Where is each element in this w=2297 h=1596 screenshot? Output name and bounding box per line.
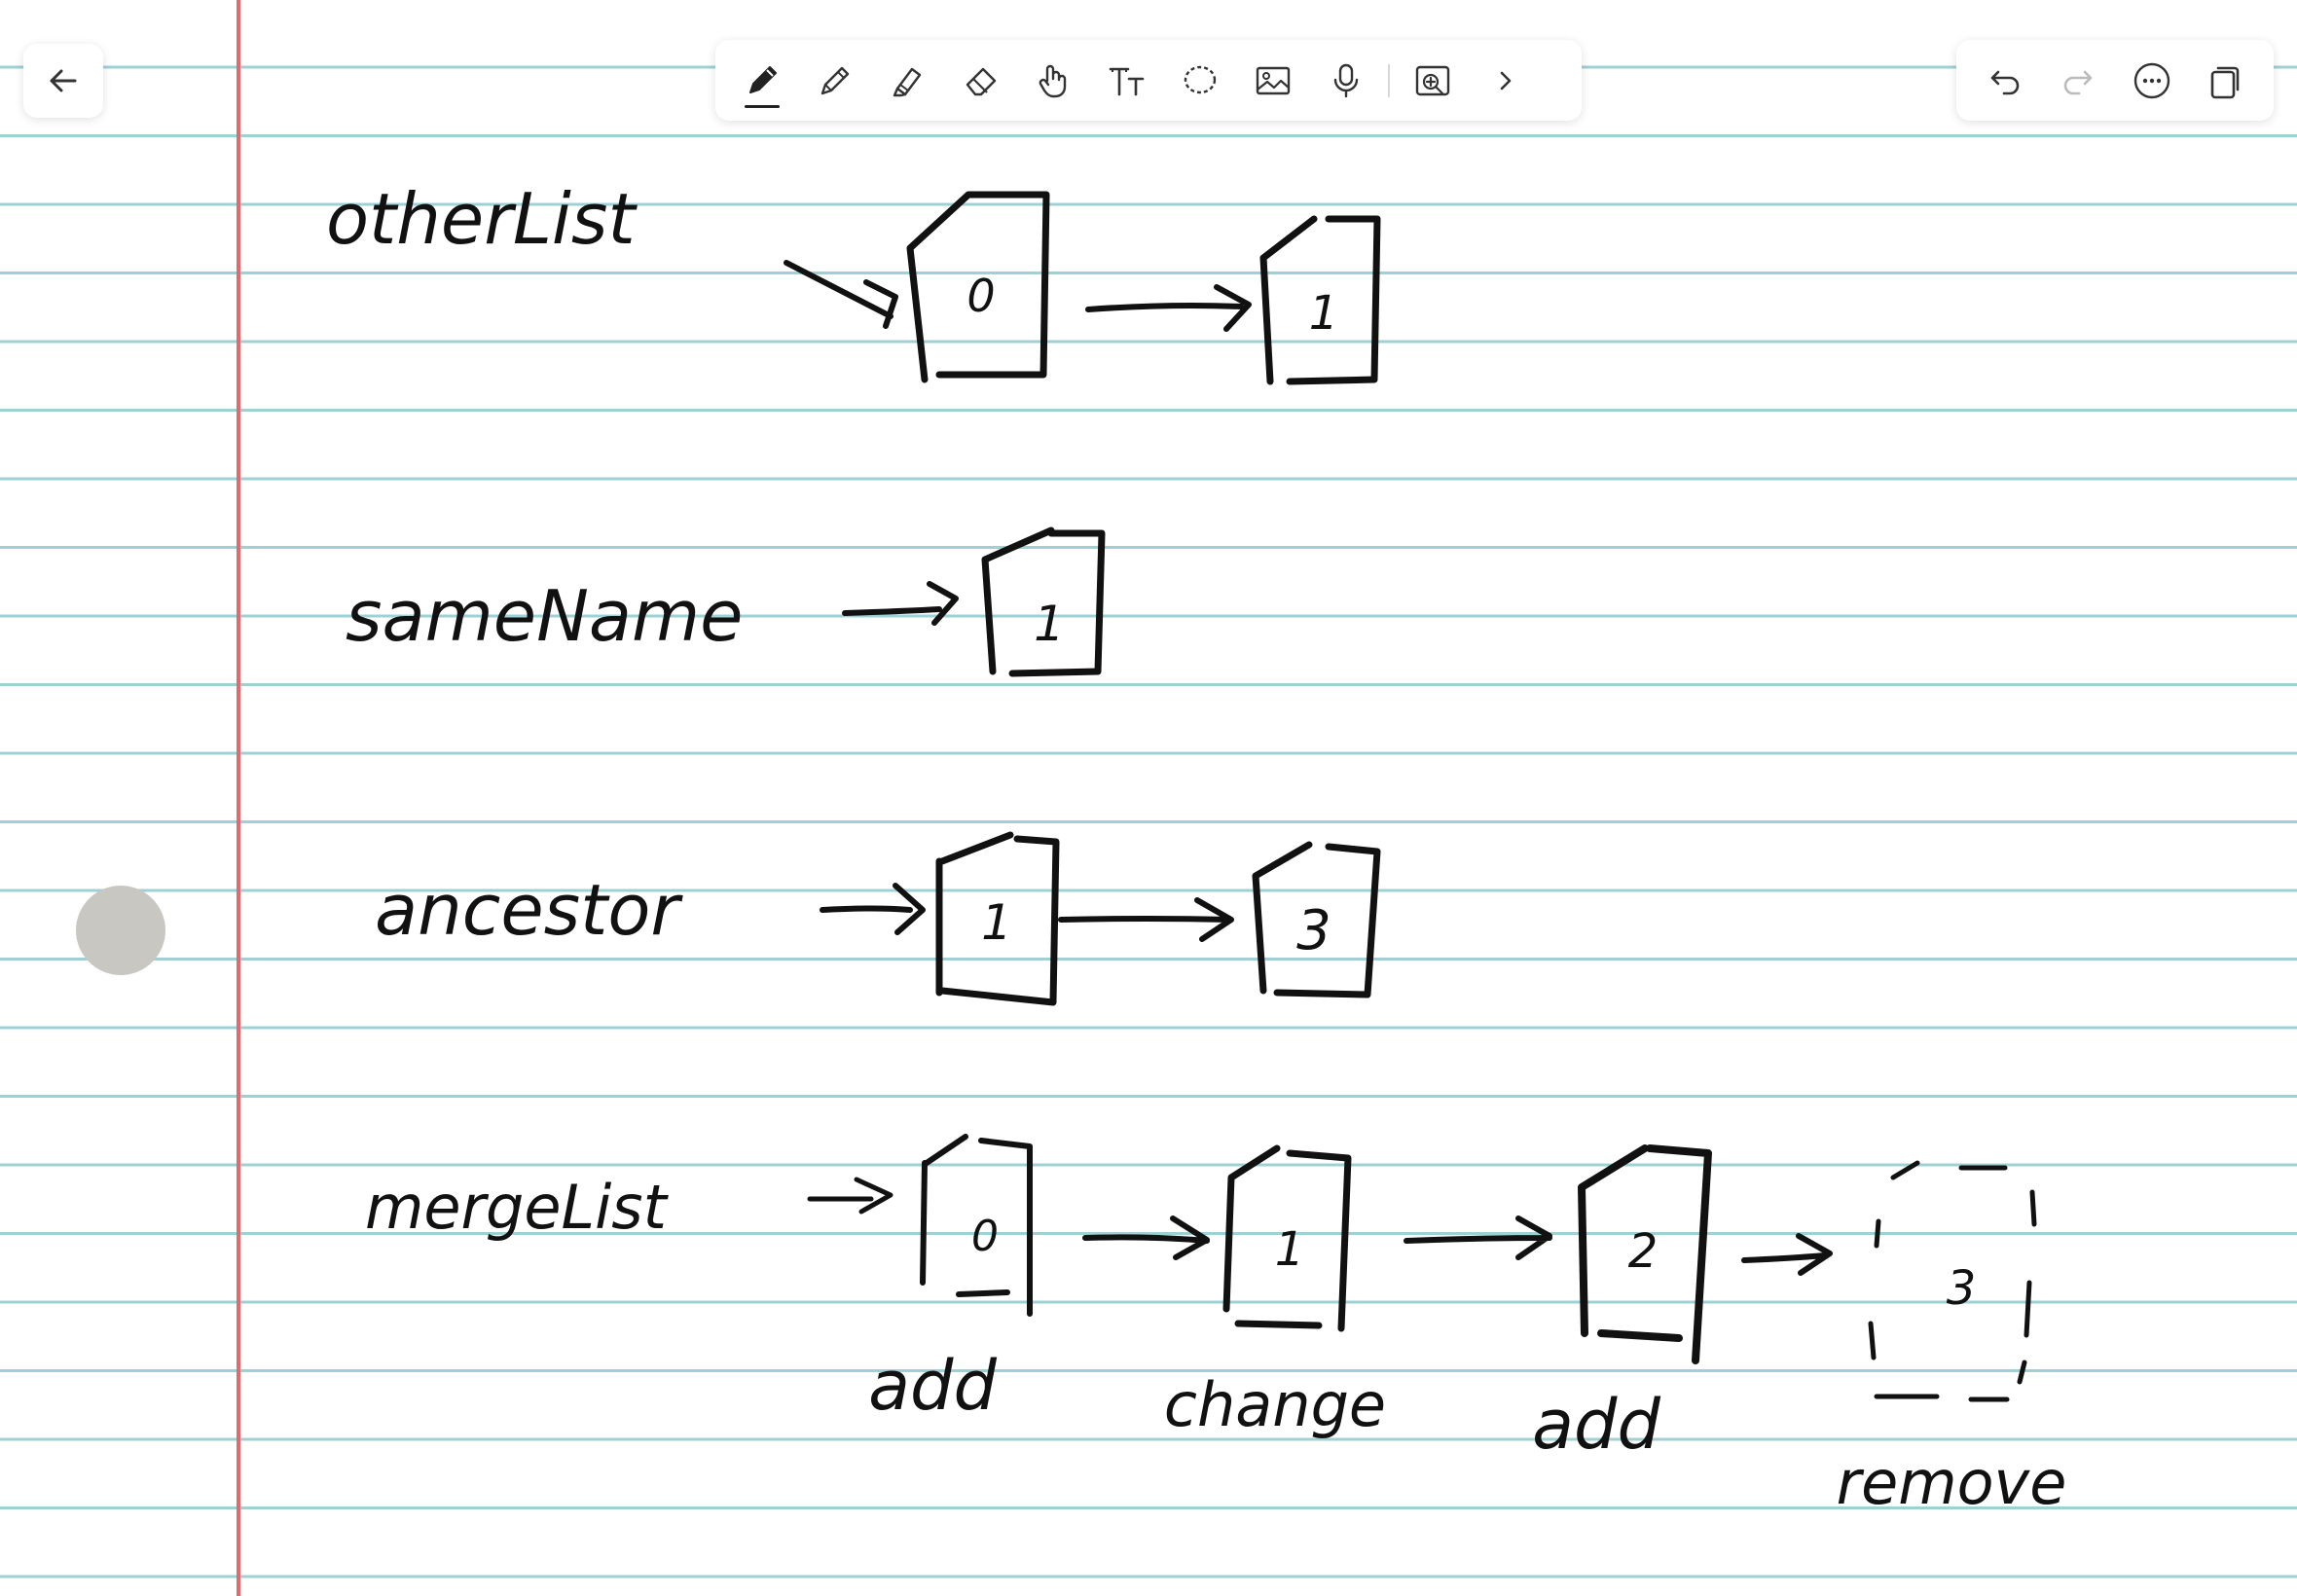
highlighter-tool[interactable]	[875, 48, 941, 114]
node-value: 1	[1309, 286, 1339, 341]
operation-label: change	[1164, 1369, 1386, 1440]
gesture-tool[interactable]	[1021, 48, 1087, 114]
node-value: 0	[971, 1212, 999, 1261]
next-arrow	[1058, 897, 1234, 942]
more-icon	[2133, 62, 2169, 98]
undo-button[interactable]	[1976, 52, 2034, 110]
list-node-box	[920, 1134, 1033, 1317]
pencil-icon	[820, 66, 849, 94]
audio-tool[interactable]	[1313, 48, 1379, 114]
pencil-tool[interactable]	[802, 48, 868, 114]
node-value: 0	[966, 270, 995, 322]
add-element-icon	[1415, 65, 1449, 95]
node-value: 1	[981, 894, 1012, 951]
redo-button[interactable]	[2049, 52, 2107, 110]
pointer-arrow	[784, 260, 898, 329]
pointer-arrow	[807, 1177, 893, 1215]
back-arrow-icon	[50, 69, 77, 92]
lasso-icon	[1184, 65, 1216, 93]
removed-node-box: 3	[1868, 1160, 2037, 1402]
image-tool[interactable]	[1240, 48, 1306, 114]
add-element-tool[interactable]	[1400, 48, 1466, 114]
microphone-icon	[1333, 63, 1358, 97]
pen-icon	[748, 65, 777, 93]
list-node-box	[1259, 215, 1381, 385]
node-value: 1	[1275, 1222, 1305, 1277]
pages-button[interactable]	[2196, 52, 2254, 110]
node-value: 3	[1296, 899, 1331, 962]
list-node-box	[1252, 841, 1381, 998]
row-label-mergelist: mergeList	[365, 1172, 670, 1243]
image-icon	[1256, 66, 1290, 94]
node-value: 1	[1034, 596, 1065, 652]
tool-bar	[715, 40, 1582, 121]
node-value: 2	[1628, 1224, 1659, 1279]
more-tools-button[interactable]	[1473, 48, 1539, 114]
toolbar-separator	[1388, 63, 1390, 97]
highlighter-icon	[893, 67, 921, 96]
next-arrow	[1082, 1215, 1210, 1260]
document-controls	[1956, 40, 2274, 121]
operation-label: add	[1532, 1385, 1660, 1465]
next-arrow	[1085, 284, 1252, 332]
redo-icon	[2064, 70, 2093, 94]
margin-line	[237, 0, 240, 1596]
text-tool[interactable]	[1094, 48, 1160, 114]
node-value: 3	[1947, 1261, 1977, 1316]
operation-label: remove	[1837, 1447, 2067, 1518]
list-node-box	[981, 526, 1106, 677]
pointer-arrow	[842, 581, 959, 626]
hand-gesture-icon	[1039, 64, 1066, 97]
operation-label: add	[868, 1346, 997, 1426]
list-node-box	[1578, 1144, 1712, 1364]
pointer-arrow	[820, 883, 926, 935]
row-label-otherlist: otherList	[326, 178, 638, 260]
row-label-samename: sameName	[346, 575, 743, 657]
pages-icon	[2210, 66, 2240, 98]
pen-tool[interactable]	[729, 48, 795, 114]
next-arrow	[1404, 1215, 1552, 1260]
undo-icon	[1990, 70, 2019, 94]
list-node-box	[935, 831, 1060, 1006]
more-button[interactable]	[2123, 52, 2181, 110]
eraser-icon	[966, 67, 996, 95]
next-arrow	[1741, 1233, 1833, 1276]
back-button[interactable]	[23, 44, 103, 118]
scroll-handle[interactable]	[76, 886, 165, 975]
row-label-ancestor: ancestor	[375, 869, 683, 951]
lasso-tool[interactable]	[1167, 48, 1233, 114]
chevron-right-icon	[1500, 71, 1511, 90]
text-icon	[1109, 67, 1144, 95]
list-node-box	[906, 191, 1050, 383]
eraser-tool[interactable]	[948, 48, 1014, 114]
list-node-box	[1222, 1144, 1352, 1332]
